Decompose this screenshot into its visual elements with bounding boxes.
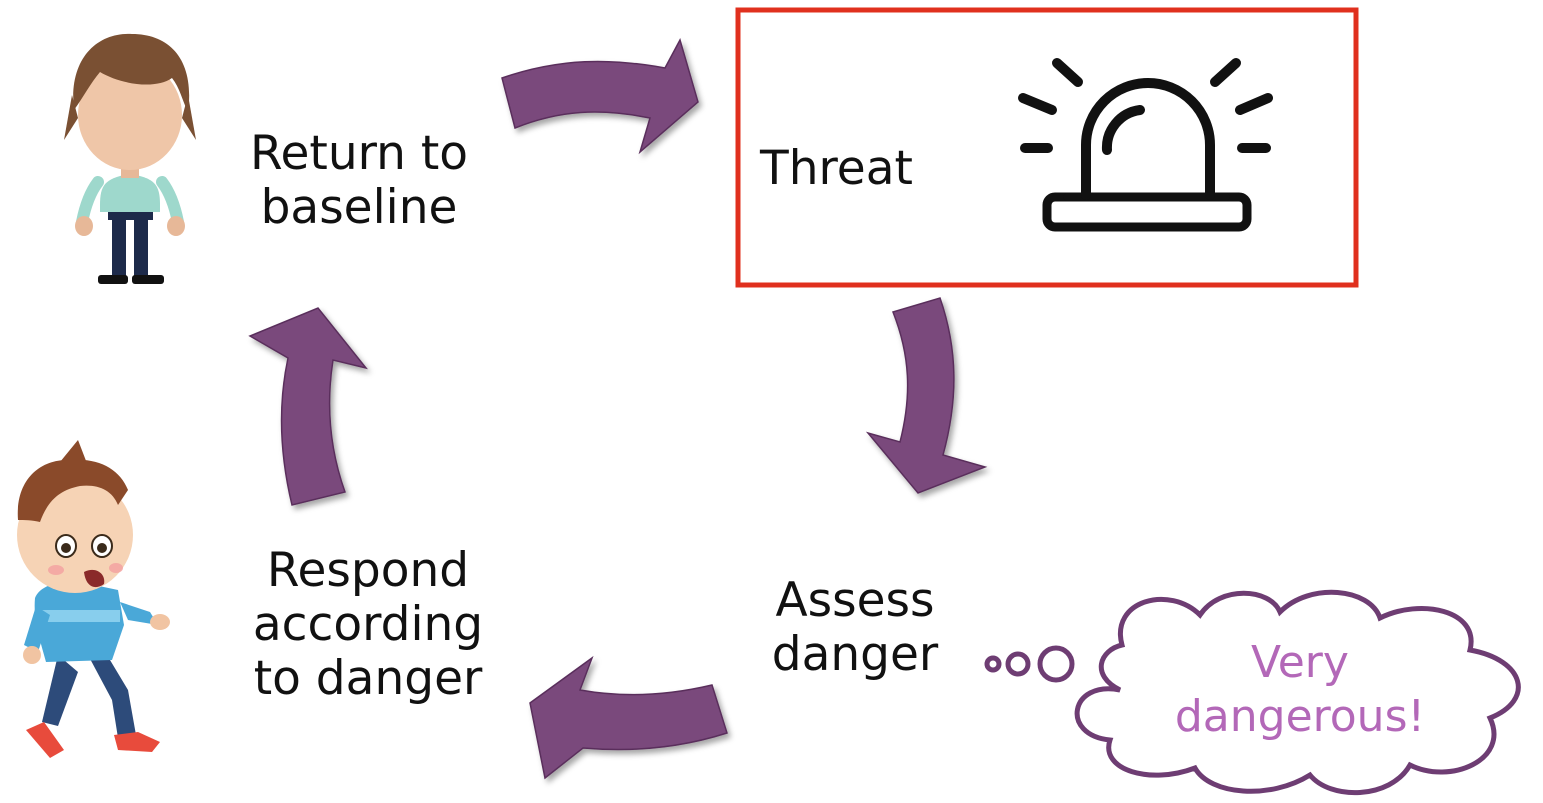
thought-cloud-shape [1074,589,1521,796]
thought-bubble-text: Very dangerous! [1174,637,1426,742]
arrow-return-to-threat [501,38,699,155]
arrow-threat-to-assess [865,297,988,494]
step-label-assess-danger: Assess danger [771,573,939,682]
thought-dot-small [984,655,1002,673]
scared-child-icon [17,440,170,758]
step-label-respond: Respond according to danger [252,543,484,706]
arrow-respond-to-return [248,307,368,506]
arrow-assess-to-respond [529,655,728,780]
thought-dot-large [1037,645,1075,683]
step-label-threat: Threat [760,141,913,196]
thought-dot-medium [1005,651,1031,677]
thought-cloud [984,589,1521,796]
alarm-siren-icon [1018,58,1273,232]
calm-child-icon [64,33,196,284]
step-label-return-to-baseline: Return to baseline [249,126,469,235]
